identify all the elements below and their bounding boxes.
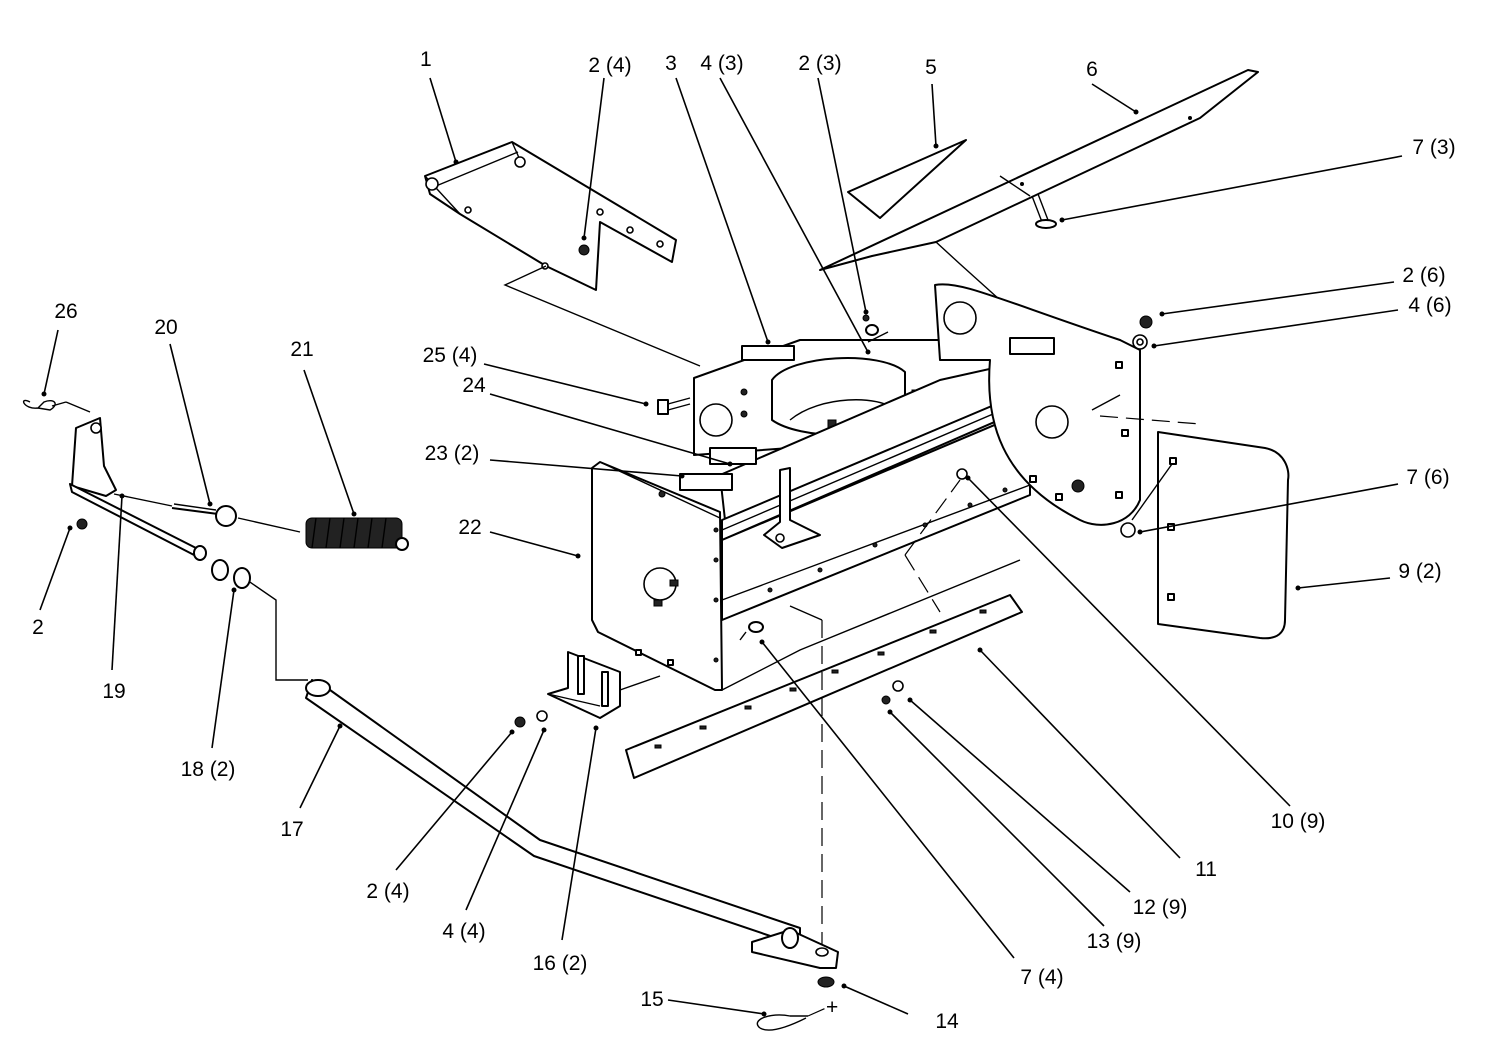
callout-4-6: 4 (6) [1408,294,1451,317]
top-blade [819,69,1259,301]
callout-22: 22 [458,516,481,539]
callout-1: 1 [420,48,432,71]
lever-bracket [69,417,207,561]
hairpin-15 [756,1007,827,1031]
scraper-blade [625,479,1023,779]
nut-2-4-lower [514,716,526,728]
main-housing [591,283,1141,691]
callout-labels: 1 2 (4) 3 4 (3) 2 (3) 5 6 7 (3) 2 (6) 4 … [32,48,1455,1033]
callout-26: 26 [54,300,77,323]
callout-2-4-bottom: 2 (4) [366,880,409,903]
washer-4-4 [536,710,548,722]
callout-4-4: 4 (4) [442,920,485,943]
callout-20: 20 [154,316,177,339]
callout-6: 6 [1086,58,1098,81]
svg-text:+: + [826,996,838,1019]
spring-21 [305,517,409,551]
callout-11: 11 [1195,858,1217,881]
side-skid [1099,415,1290,640]
nut-2-6 [1139,315,1153,329]
callout-16-2: 16 (2) [533,952,588,975]
push-frame [424,141,701,367]
small-plate [847,139,967,219]
callout-19: 19 [102,680,125,703]
skid-shoe [547,651,621,719]
callout-21: 21 [290,338,313,361]
callout-3: 3 [665,52,677,75]
washer-18a [211,559,229,581]
callout-2-4-top: 2 (4) [588,54,631,77]
nut-2-3 [862,314,870,322]
callout-7-4: 7 (4) [1020,966,1063,989]
callout-12-9: 12 (9) [1133,896,1188,919]
callout-24: 24 [462,374,486,397]
callout-4-3: 4 (3) [700,52,743,75]
clip-26 [22,399,67,411]
callout-7-3: 7 (3) [1412,136,1455,159]
callout-15: 15 [640,988,663,1011]
nut-13 [881,695,891,705]
bolt-7-4 [739,621,764,641]
callout-2-3: 2 (3) [798,52,841,75]
callout-13-9: 13 (9) [1087,930,1142,953]
lift-rod [305,679,839,969]
washer-12 [892,680,904,692]
callout-2: 2 [32,616,44,639]
washer-18b [233,567,251,589]
callout-7-6: 7 (6) [1406,466,1449,489]
bolt-7-3 [1031,193,1057,229]
bolt-25 [657,397,691,415]
washer-4-3 [865,324,879,336]
washer-14 [817,976,835,988]
callout-5: 5 [925,56,937,79]
leader-lines [39,77,1403,1015]
callout-18-2: 18 (2) [181,758,236,781]
callout-23-2: 23 (2) [425,442,480,465]
callout-17: 17 [280,818,303,841]
callout-10-9: 10 (9) [1271,810,1326,833]
callout-25-4: 25 (4) [423,344,478,367]
callout-2-6: 2 (6) [1402,264,1445,287]
carriage-bolt-10 [956,468,968,480]
callout-14: 14 [935,1010,959,1033]
callout-9-2: 9 (2) [1398,560,1441,583]
leader-dots [41,109,1301,1017]
